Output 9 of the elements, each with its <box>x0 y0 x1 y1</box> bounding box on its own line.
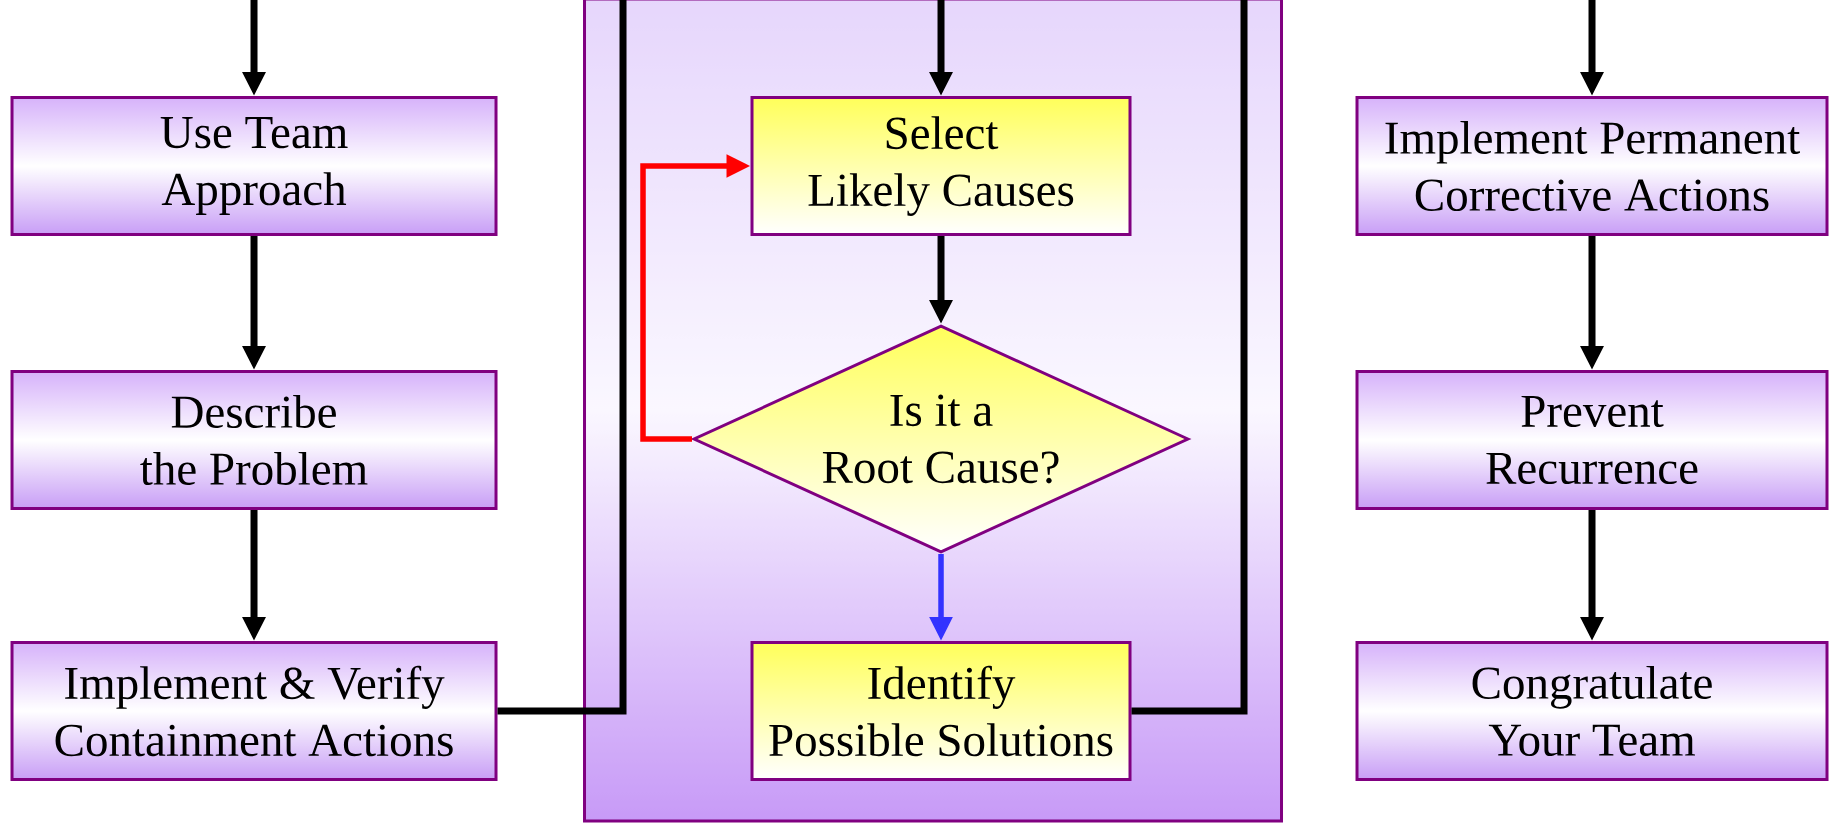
process-box: Select Likely Causes <box>750 96 1132 236</box>
process-box: Implement & Verify Containment Actions <box>10 641 498 781</box>
panel <box>583 0 1283 823</box>
process-box: Implement Permanent Corrective Actions <box>1355 96 1829 236</box>
process-box: Use Team Approach <box>10 96 498 236</box>
process-box: Congratulate Your Team <box>1355 641 1829 781</box>
process-box: Prevent Recurrence <box>1355 370 1829 510</box>
process-box: Identify Possible Solutions <box>750 641 1132 781</box>
process-box: Describe the Problem <box>10 370 498 510</box>
